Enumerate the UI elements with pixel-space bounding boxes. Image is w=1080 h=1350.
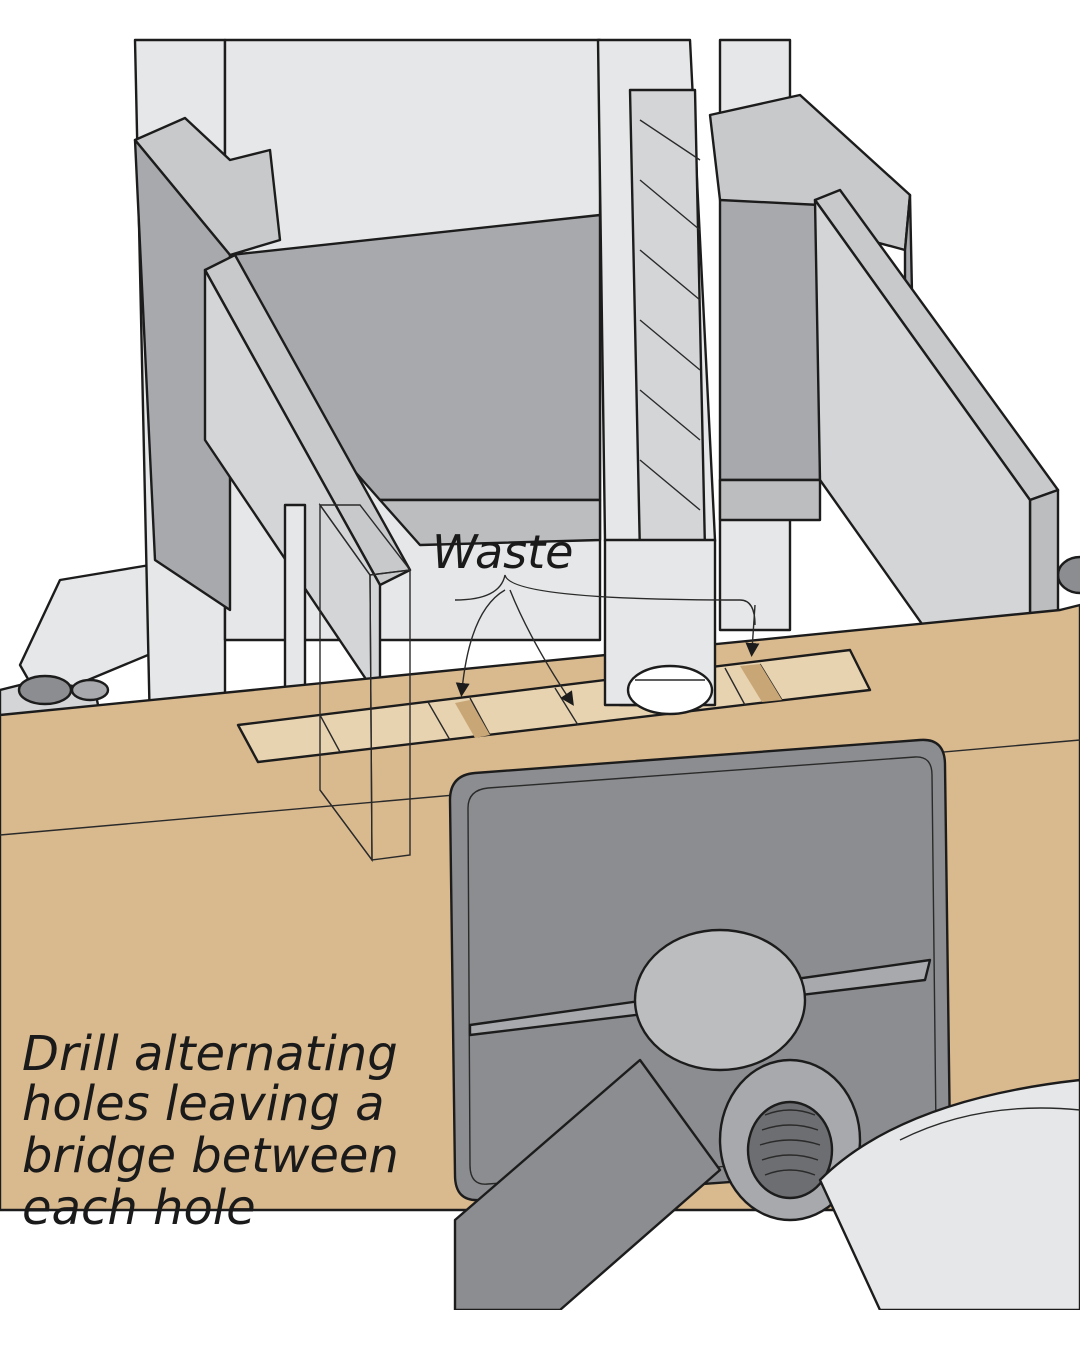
waste-callout xyxy=(454,574,760,706)
clamp-knob xyxy=(453,928,1080,1312)
instruction-line-4: each hole xyxy=(22,1180,256,1236)
instruction-line-2: holes leaving a xyxy=(22,1076,385,1132)
waste-label: Waste xyxy=(432,525,573,579)
end-stop xyxy=(318,502,412,863)
instruction-line-3: bridge between xyxy=(22,1128,399,1184)
instruction-line-1: Drill alternating xyxy=(22,1026,398,1082)
router-base xyxy=(0,563,162,722)
bottom-margin xyxy=(0,1310,1080,1350)
arrow-icon xyxy=(745,604,760,657)
arrow-icon xyxy=(455,589,506,697)
instruction-text: Drill alternating holes leaving a bridge… xyxy=(22,1026,399,1236)
mortise-chisel xyxy=(596,38,717,716)
arrow-icon xyxy=(509,589,574,706)
